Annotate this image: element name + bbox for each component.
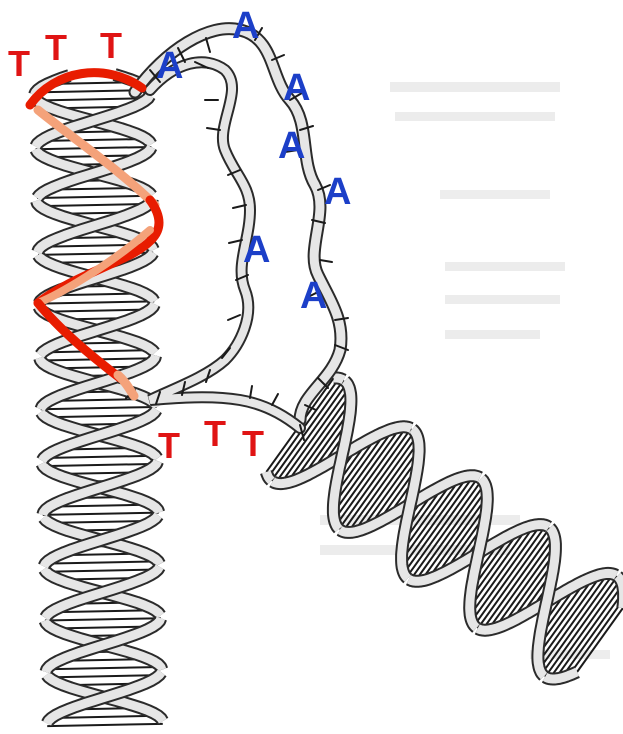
base-stub xyxy=(206,38,210,52)
base-label-t: T xyxy=(45,27,67,68)
base-label-a: A xyxy=(156,45,183,87)
base-pair-rung xyxy=(47,724,163,726)
base-pair-rung xyxy=(45,561,158,563)
left-double-helix xyxy=(34,75,162,727)
base-label-a: A xyxy=(243,229,270,271)
base-pair-rung xyxy=(569,599,623,675)
base-label-t: T xyxy=(158,425,180,466)
base-label-a: A xyxy=(300,275,327,317)
base-label-a: A xyxy=(283,67,310,109)
inner-single-strand-fill xyxy=(150,62,300,428)
base-pair-rung xyxy=(37,196,152,198)
base-label-t: T xyxy=(8,43,30,84)
base-pair-rung xyxy=(45,618,161,620)
right-double-helix xyxy=(266,378,623,679)
base-pair-rung xyxy=(43,350,153,352)
base-label-a: A xyxy=(232,5,259,47)
base-label-a: A xyxy=(324,171,351,213)
base-pair-rung xyxy=(47,667,161,669)
base-pair-rungs xyxy=(266,378,623,679)
base-label-t: T xyxy=(204,413,226,454)
base-pair-rung xyxy=(49,675,160,677)
base-pair-rung xyxy=(39,301,154,303)
base-label-t: T xyxy=(100,25,122,66)
base-stub xyxy=(320,260,332,262)
base-stub xyxy=(228,315,240,320)
background-text-bleed xyxy=(320,82,610,659)
base-label-t: T xyxy=(242,423,264,464)
base-pair-rung xyxy=(46,570,158,572)
base-stub xyxy=(272,394,278,405)
base-pair-rung xyxy=(37,98,148,100)
base-pair-rung xyxy=(44,456,156,458)
base-pair-rung xyxy=(43,464,156,466)
base-pair-rung xyxy=(43,513,159,515)
base-pair-rung xyxy=(41,407,157,409)
base-stub xyxy=(250,386,252,398)
base-label-a: A xyxy=(278,125,305,167)
